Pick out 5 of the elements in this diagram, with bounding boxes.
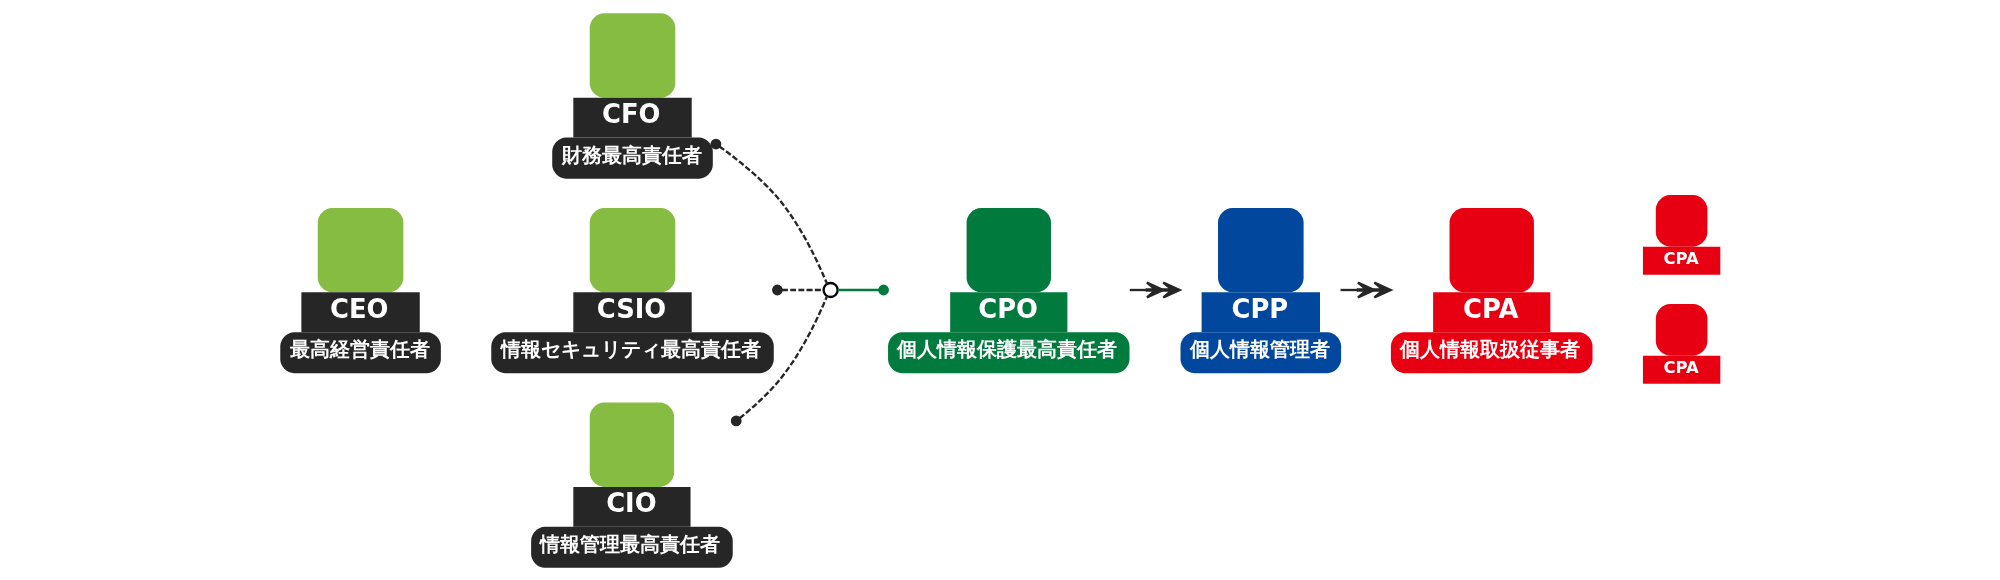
connector: [730, 295, 829, 427]
connector: [710, 138, 829, 285]
connector: [772, 284, 824, 296]
connector: [838, 284, 889, 296]
node-circle: [822, 281, 839, 299]
